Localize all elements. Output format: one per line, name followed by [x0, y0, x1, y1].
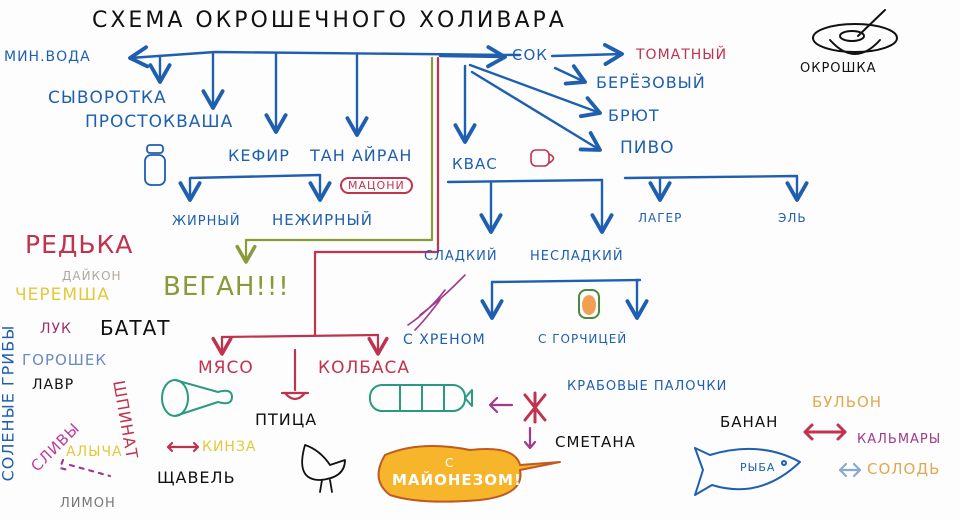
logo-okroshka: ОКРОШКА [800, 61, 877, 76]
label-kvass: КВАС [452, 155, 498, 173]
label-fish: РЫБА [740, 461, 776, 474]
label-broth: БУЛЬОН [812, 393, 883, 411]
pill-bottle-icon [144, 144, 166, 186]
label-birch: БЕРЁЗОВЫЙ [596, 73, 706, 92]
label-poultry: ПТИЦА [255, 410, 318, 429]
label-meat: МЯСО [198, 358, 254, 378]
label-tan-ayran: ТАН АЙРАН [310, 146, 413, 165]
label-fatty: ЖИРНЫЙ [172, 214, 241, 229]
label-onion: ЛУК [40, 321, 72, 337]
label-unsweet: НЕСЛАДКИЙ [530, 249, 624, 264]
label-radish: РЕДЬКА [25, 230, 134, 259]
label-nonfat: НЕЖИРНЫЙ [272, 211, 373, 229]
label-juice: СОК [512, 46, 548, 64]
liquid-branches [128, 42, 809, 320]
diagram-title: СХЕМА ОКРОШЕЧНОГО ХОЛИВАРА [92, 8, 567, 33]
label-banana: БАНАН [720, 413, 779, 431]
horseradish-icon [407, 274, 466, 331]
label-lemon: ЛИМОН [60, 496, 116, 511]
label-squid: КАЛЬМАРЫ [857, 432, 942, 447]
ham-leg-icon [161, 379, 233, 417]
vegan-branch [235, 56, 434, 264]
label-peas: ГОРОШЕК [22, 351, 107, 369]
meat-branch [58, 56, 862, 478]
label-matsoni: МАЦОНИ [340, 177, 413, 194]
label-ale: ЭЛЬ [778, 211, 807, 225]
label-malt: СОЛОДЬ [867, 460, 941, 478]
label-brut: БРЮТ [608, 106, 660, 125]
label-whey: СЫВОРОТКА [48, 88, 167, 108]
label-mayo: МАЙОНЕЗОМ! [392, 471, 522, 489]
label-tomato: ТОМАТНЫЙ [636, 47, 728, 63]
label-batat: БАТАТ [100, 316, 171, 340]
label-cilantro: КИНЗА [202, 439, 257, 455]
label-lager: ЛАГЕР [638, 211, 683, 225]
label-mineral-water: МИН.ВОДА [4, 49, 91, 65]
label-vegan: ВЕГАН!!! [163, 272, 290, 302]
label-sorrel: ЩАВЕЛЬ [157, 468, 236, 487]
label-beer: ПИВО [620, 138, 675, 158]
label-pickled-mushrooms: СОЛЕНЫЕ ГРИБЫ [0, 324, 18, 482]
okroshka-bowl-icon [812, 9, 898, 55]
label-with-mustard: С ГОРЧИЦЕЙ [538, 332, 628, 346]
label-daikon: ДАЙКОН [62, 269, 122, 283]
chicken-icon [301, 444, 346, 493]
label-kefir: КЕФИР [228, 146, 290, 165]
fish-icon [694, 447, 801, 496]
mayo-blob [377, 445, 561, 503]
label-sweet: СЛАДКИЙ [424, 249, 498, 264]
label-sausage: КОЛБАСА [318, 358, 411, 378]
label-bay: ЛАВР [32, 377, 75, 393]
label-prostokvasha: ПРОСТОКВАША [85, 112, 234, 132]
label-sour-cream: СМЕТАНА [555, 433, 636, 451]
label-with-horseradish: С ХРЕНОМ [403, 332, 486, 348]
sausage-icon [369, 384, 473, 412]
kvass-mug-icon [530, 149, 555, 167]
label-cherry-plum: АЛЫЧА [66, 444, 123, 460]
mustard-jar-icon [578, 289, 600, 319]
label-crab-sticks: КРАБОВЫЕ ПАЛОЧКИ [567, 379, 728, 394]
label-ramson: ЧЕРЕМША [15, 285, 110, 305]
label-mayo-prefix: С [445, 456, 455, 470]
